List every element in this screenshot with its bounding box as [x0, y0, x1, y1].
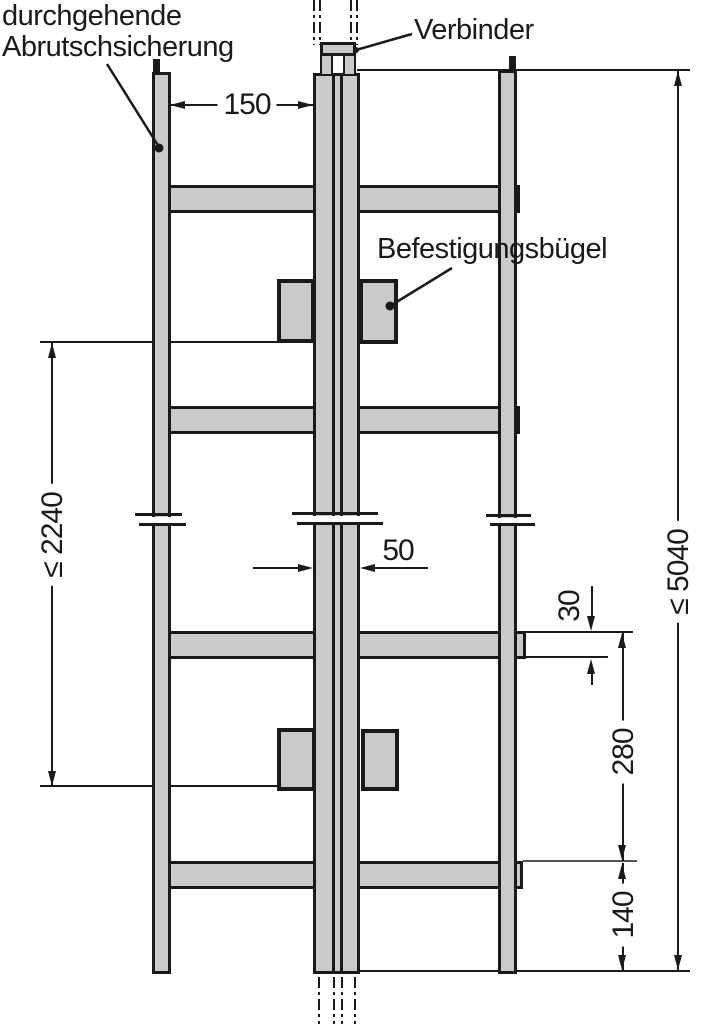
break-gap-center-stile: [311, 516, 362, 522]
break-line-center-upper: [292, 512, 378, 515]
bracket-upper-right: [359, 279, 398, 344]
extension-line-rung4-top: [523, 860, 637, 862]
centerline-bottom-4: [354, 977, 356, 1024]
bracket-upper-left: [277, 279, 315, 343]
left-stile-top-tick: [153, 59, 160, 73]
bracket-lower-right: [361, 729, 399, 791]
dim-arrow-30-upper: [587, 616, 595, 631]
dim-arrow-2240-bottom: [48, 771, 56, 786]
leader-bracket-dot: [385, 301, 395, 311]
centerline-bottom-3: [341, 977, 343, 1024]
dim-arrow-280-top: [618, 633, 626, 648]
dim-arrow-280-bottom: [618, 845, 626, 860]
right-stile-top-tick: [509, 56, 516, 71]
break-line-left-lower: [139, 523, 186, 526]
centerline-top-1: [313, 0, 315, 45]
centerline-bottom-2: [333, 977, 335, 1024]
dim-arrow-150-left: [170, 101, 185, 109]
leader-connector: [355, 32, 413, 52]
break-line-right-upper: [486, 514, 531, 517]
label-slip-guard-line2: Abrutschsicherung: [2, 31, 234, 63]
extension-line-rung3-bottom: [526, 656, 608, 658]
leader-bracket: [389, 266, 453, 308]
dim-line-50-right: [375, 567, 428, 569]
label-slip-guard-line1: durchgehende: [2, 0, 182, 32]
extension-line-bottom: [360, 970, 690, 972]
bracket-lower-left: [277, 728, 316, 791]
label-slip-guard: durchgehende Abrutschsicherung: [2, 1, 234, 63]
dim-line-5040: [677, 71, 679, 971]
extension-line-2240-top: [40, 341, 310, 343]
centerline-top-2: [319, 0, 321, 45]
label-mounting-bracket: Befestigungsbügel: [377, 233, 608, 265]
leader-slip-guard: [105, 63, 161, 148]
dim-arrow-50-left: [298, 564, 313, 572]
centerline-bottom-1: [318, 977, 320, 1024]
centerline-top-3: [350, 0, 352, 45]
dim-arrow-140-top: [618, 864, 626, 879]
break-gap-left-stile: [148, 517, 174, 523]
dim-arrow-2240-top: [48, 343, 56, 358]
break-gap-right-stile: [495, 518, 520, 523]
extension-line-5040-top: [357, 69, 690, 71]
dim-arrow-50-right: [360, 564, 375, 572]
dim-arrow-5040-top: [674, 71, 682, 86]
break-line-center-lower: [297, 522, 383, 525]
label-connector: Verbinder: [414, 14, 534, 46]
dim-arrow-150-right: [298, 101, 313, 109]
dim-arrow-140-bottom: [618, 955, 626, 970]
dim-text-50: 50: [376, 535, 420, 567]
break-line-right-lower: [490, 523, 535, 526]
dim-line-30-upper: [591, 586, 593, 618]
extension-line-rung3-top: [526, 631, 633, 633]
leader-slip-guard-dot: [154, 143, 164, 153]
dim-arrow-5040-bottom: [674, 955, 682, 970]
dim-line-50-left: [253, 567, 303, 569]
leader-connector-dot: [353, 47, 359, 53]
dim-arrow-30-lower: [587, 659, 595, 674]
dim-text-150: 150: [217, 89, 277, 121]
dim-line-30-lower: [591, 673, 593, 685]
centerline-top-4: [356, 0, 358, 45]
break-line-left-upper: [135, 513, 182, 516]
